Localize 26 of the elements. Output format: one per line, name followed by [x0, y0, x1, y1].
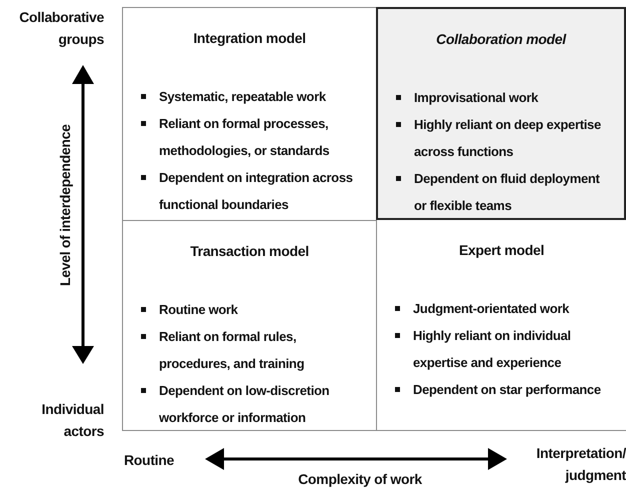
quadrant-box [122, 7, 376, 220]
axis-label: Collaborative groups [18, 8, 104, 49]
quadrant-box [122, 220, 376, 431]
quadrant-box [376, 7, 626, 220]
axis-label: Interpretation/ judgment [535, 444, 626, 485]
bullet-text: Highly reliant on individual expertise and experience [413, 327, 572, 372]
quadrant-title: Transaction model [189, 243, 310, 259]
quadrant-title: Expert model [458, 242, 546, 258]
quadrant-title: Integration model [192, 30, 307, 46]
quadrant-box [376, 220, 626, 431]
bullet-text: Systematic, repeatable work [159, 88, 326, 106]
axis-label: Individual actors [40, 400, 104, 441]
bullet-text: Dependent on low-discretion workforce or information [159, 382, 330, 427]
axis-label: Level of interdependence [56, 123, 74, 288]
bullet-text: Routine work [159, 301, 238, 319]
bullet-text: Dependent on integration across functional boundaries [159, 169, 354, 214]
axis-label: Complexity of work [297, 470, 423, 489]
bullet-text: Highly reliant on deep expertise across functions [414, 116, 602, 161]
bullet-text: Dependent on fluid deployment or flexible teams [414, 170, 601, 215]
bullet-text: Reliant on formal processes, methodologies, or standards [159, 115, 330, 160]
bullet-text: Reliant on formal rules, procedures, and training [159, 328, 306, 373]
bullet-text: Judgment-orientated work [413, 300, 570, 318]
bullet-text: Dependent on star performance [413, 381, 601, 399]
bullet-text: Improvisational work [414, 89, 538, 107]
axis-label: Routine [124, 451, 174, 470]
quadrant-title: Collaboration model [435, 31, 568, 47]
